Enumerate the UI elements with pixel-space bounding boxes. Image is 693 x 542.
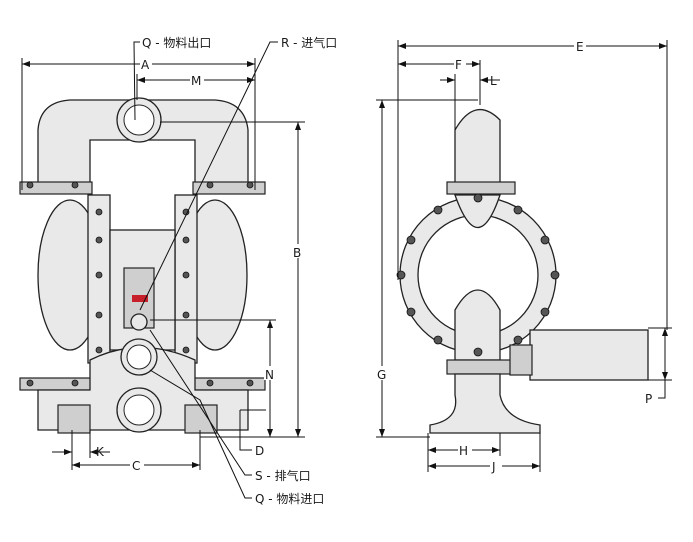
dim-m: M — [191, 74, 201, 88]
dim-e: E — [576, 40, 584, 54]
dim-l: L — [490, 74, 497, 88]
front-dimensions: A M B N D K C — [21, 56, 305, 473]
callout-r-air-inlet: R - 进气口 — [281, 35, 337, 50]
dim-k: K — [96, 445, 105, 459]
dim-b: B — [293, 246, 301, 260]
callout-q-outlet: Q - 物料出口 — [142, 36, 211, 50]
dim-h: H — [459, 444, 468, 458]
callout-s-exhaust: S - 排气口 — [255, 468, 311, 483]
dim-d: D — [255, 444, 264, 458]
dim-a: A — [141, 58, 150, 72]
bolts — [26, 181, 254, 387]
dim-c: C — [132, 459, 140, 473]
brand-badge — [132, 295, 148, 302]
dim-g: G — [377, 368, 386, 382]
dim-p: P — [645, 392, 652, 406]
side-view — [396, 108, 649, 434]
dim-j: J — [491, 460, 496, 474]
callout-q-inlet: Q - 物料进口 — [255, 492, 324, 506]
front-view — [19, 97, 266, 434]
side-bolts — [396, 193, 560, 357]
callouts: Q - 物料出口 R - 进气口 S - 排气口 Q - 物料进口 — [133, 35, 337, 506]
side-dimensions: E F L G P H J — [376, 38, 672, 474]
dim-f: F — [455, 58, 462, 72]
dim-n: N — [265, 368, 274, 382]
